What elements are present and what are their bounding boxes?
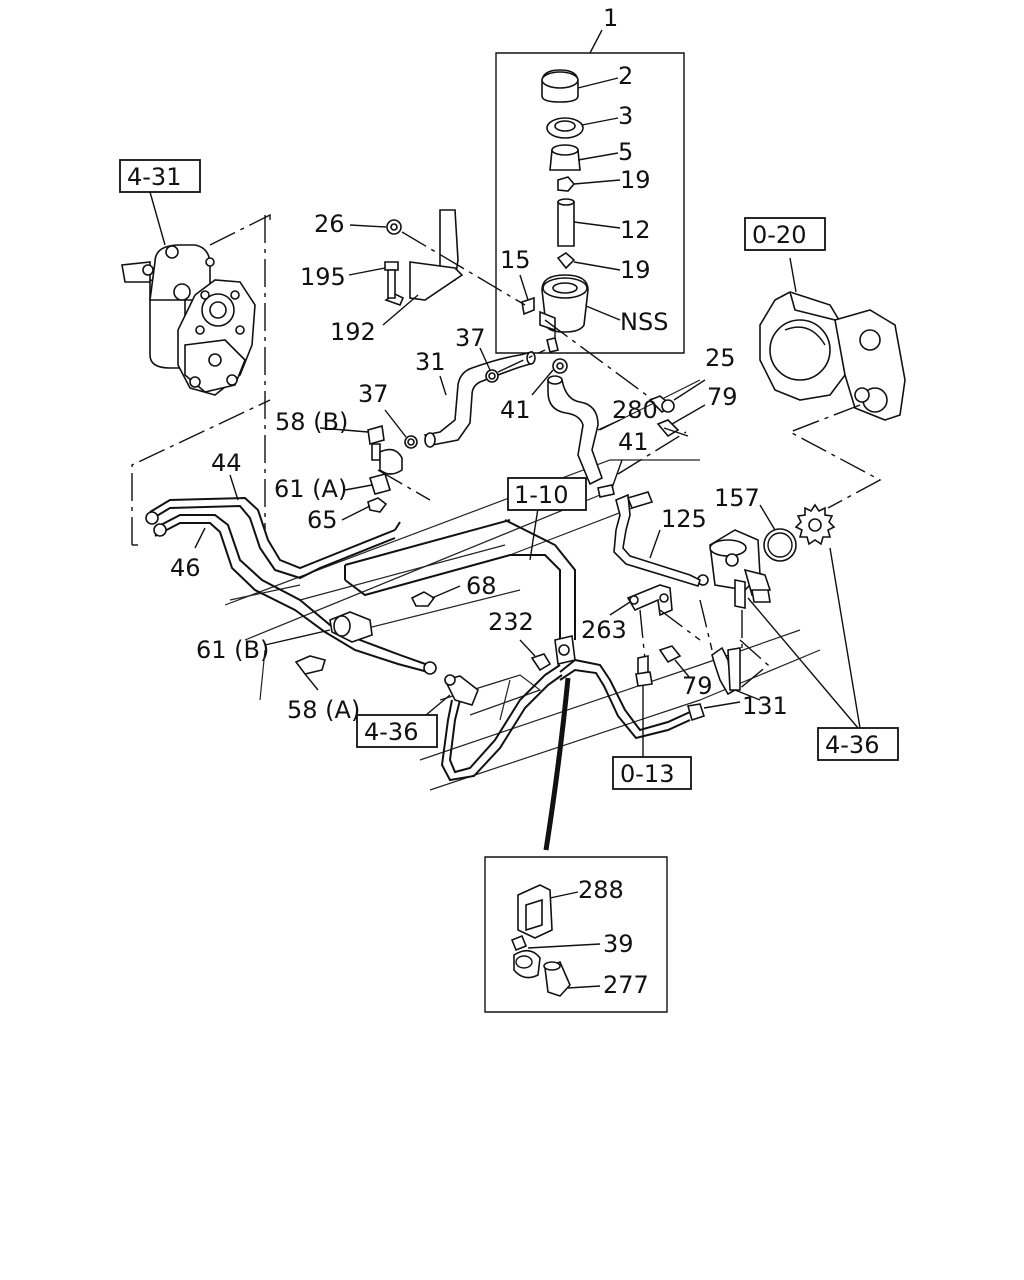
callout-19-lower: 19: [620, 256, 651, 284]
ref-box-0-20: 0-20: [744, 217, 826, 251]
hose-280: [546, 337, 603, 486]
ref-box-4-31: 4-31: [119, 159, 201, 193]
callout-79-lower: 79: [682, 672, 713, 700]
callout-3: 3: [618, 102, 633, 130]
callout-263: 263: [581, 616, 627, 644]
callout-39: 39: [603, 930, 634, 958]
callout-12: 12: [620, 216, 651, 244]
ref-label-4-31: 4-31: [127, 163, 181, 191]
callout-5: 5: [618, 138, 633, 166]
callout-61b: 61 (B): [196, 636, 269, 664]
ref-box-4-36-right: 4-36: [817, 727, 899, 761]
callout-195: 195: [300, 263, 346, 291]
callout-41-lower: 41: [618, 428, 649, 456]
callout-nss: NSS: [620, 308, 668, 336]
cross-member: [299, 519, 576, 721]
callout-46: 46: [170, 554, 201, 582]
callout-277: 277: [603, 971, 649, 999]
callout-79-upper: 79: [707, 383, 738, 411]
callout-157: 157: [714, 484, 760, 512]
callout-58b: 58 (B): [275, 408, 348, 436]
bracket-192: [384, 209, 661, 406]
callout-19-upper: 19: [620, 166, 651, 194]
callout-131: 131: [742, 692, 788, 720]
callout-37-upper: 37: [455, 324, 486, 352]
steering-gear-box: [121, 244, 256, 396]
ref-box-0-13: 0-13: [612, 756, 692, 790]
power-steering-pump: [697, 529, 772, 609]
ref-label-0-20: 0-20: [752, 221, 806, 249]
callout-44: 44: [211, 449, 242, 477]
detail-box: [484, 856, 668, 1013]
ref-label-4-36-right: 4-36: [825, 731, 879, 759]
callout-288: 288: [578, 876, 624, 904]
ref-box-4-36-left: 4-36: [356, 714, 438, 748]
callout-41-upper: 41: [500, 396, 531, 424]
ref-label-0-13: 0-13: [620, 760, 674, 788]
callout-68: 68: [466, 572, 497, 600]
reservoir-assembly-box: [495, 29, 685, 354]
ref-label-1-10: 1-10: [514, 481, 568, 509]
callout-125: 125: [661, 505, 707, 533]
gear-157: [794, 503, 836, 546]
callout-15: 15: [500, 246, 531, 274]
callout-1: 1: [603, 4, 618, 32]
callout-37-lower: 37: [358, 380, 389, 408]
callout-280: 280: [612, 396, 658, 424]
callout-65: 65: [307, 506, 338, 534]
callout-26: 26: [314, 210, 345, 238]
ref-label-4-36-left: 4-36: [364, 718, 418, 746]
pump-housing: [759, 257, 906, 421]
callout-232: 232: [488, 608, 534, 636]
callout-61a: 61 (A): [274, 475, 347, 503]
pipes-44-46: [145, 474, 437, 675]
callout-25: 25: [705, 344, 736, 372]
callout-192: 192: [330, 318, 376, 346]
callout-2: 2: [618, 62, 633, 90]
callout-31: 31: [415, 348, 446, 376]
ref-box-1-10: 1-10: [507, 477, 587, 511]
callout-58a: 58 (A): [287, 696, 360, 724]
